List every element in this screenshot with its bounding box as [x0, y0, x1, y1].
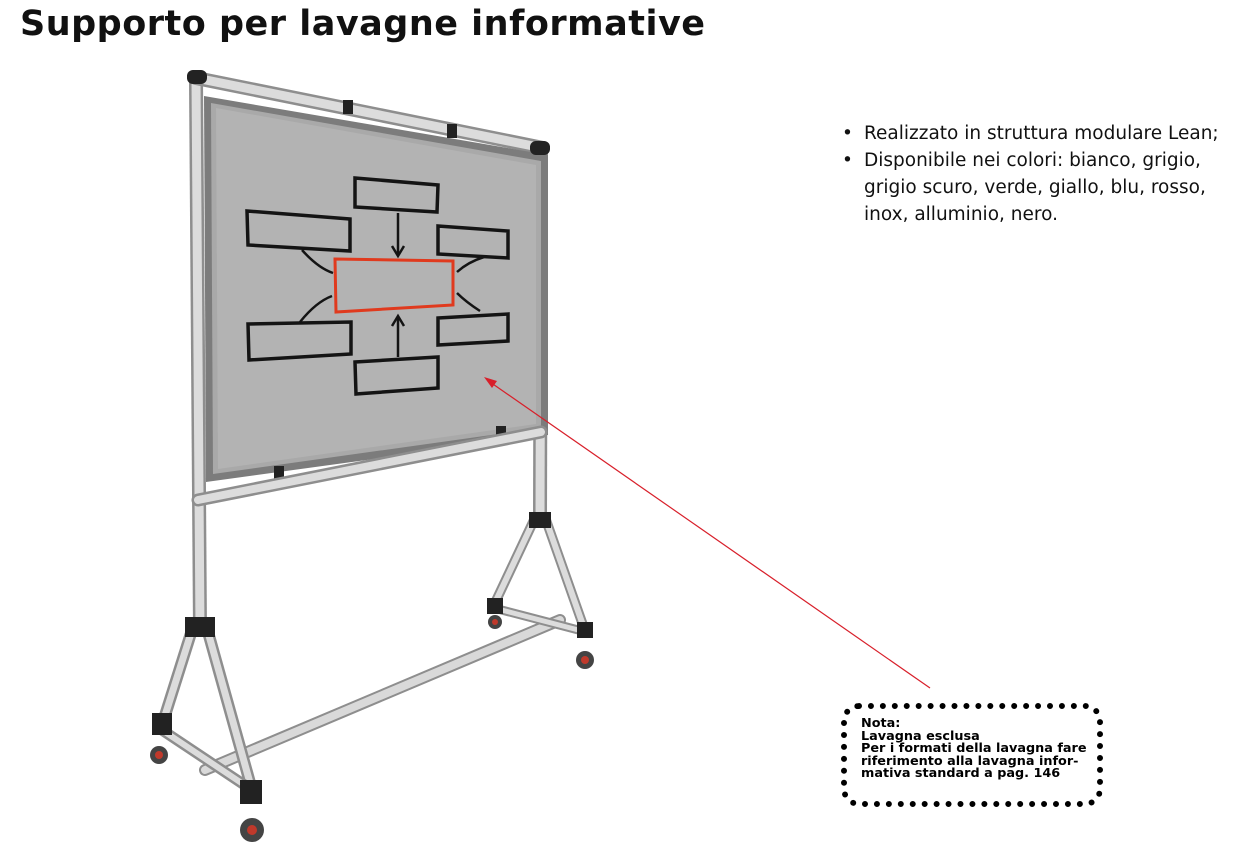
feature-item: • Realizzato in struttura modulare Lean;: [842, 120, 1242, 147]
left-base: [150, 617, 264, 842]
note-line: Lavagna esclusa: [861, 728, 980, 744]
lower-rail: [191, 425, 548, 507]
note-line: mativa standard a pag. 146: [861, 766, 1061, 781]
page-title: Supporto per lavagne informative: [20, 4, 706, 44]
feature-line: inox, alluminio, nero.: [864, 204, 1058, 225]
feature-line: grigio scuro, verde, giallo, blu, rosso,: [864, 177, 1206, 198]
board-diagram: [245, 176, 510, 396]
whiteboard: [204, 96, 548, 482]
right-base: [487, 512, 594, 669]
pointer-line: [484, 377, 931, 689]
note-box: Nota: Lavagna esclusa Per i formati dell…: [841, 703, 1103, 807]
feature-line: Realizzato in struttura modulare Lean;: [864, 123, 1219, 144]
feature-item: • Disponibile nei colori: bianco, grigio…: [842, 147, 1242, 228]
feature-line: Disponibile nei colori: bianco, grigio,: [864, 150, 1201, 171]
bullet: •: [842, 123, 853, 144]
feature-list: • Realizzato in struttura modulare Lean;…: [842, 120, 1242, 228]
left-post: [189, 79, 207, 631]
floor-bar: [199, 614, 566, 776]
note-line: riferimento alla lavagna infor-: [861, 753, 1079, 769]
note-line: Per i formati della lavagna fare: [861, 741, 1087, 756]
bullet: •: [842, 150, 853, 171]
top-rail: [189, 71, 550, 155]
note-heading: Nota:: [861, 716, 901, 731]
